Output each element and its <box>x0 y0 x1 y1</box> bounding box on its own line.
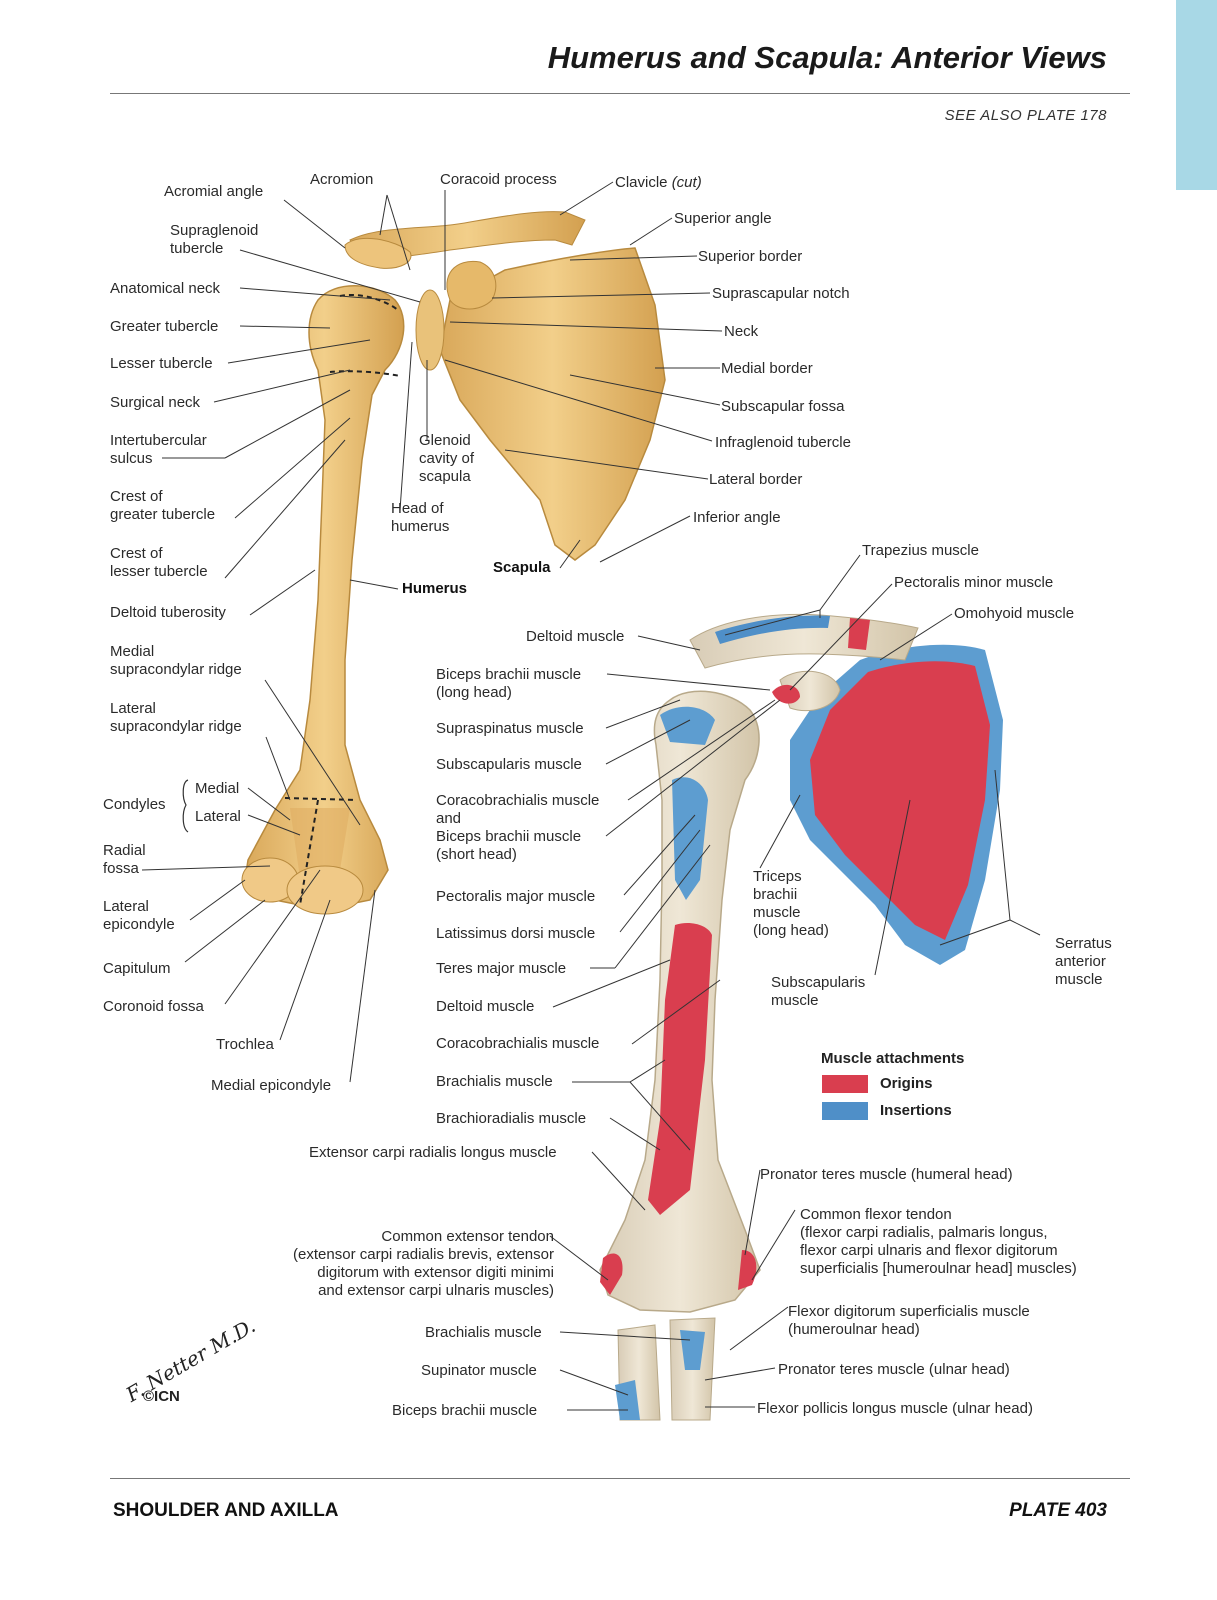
footer-plate-number: PLATE 403 <box>1009 1500 1107 1521</box>
label-supraspinatus: Supraspinatus muscle <box>436 720 584 737</box>
legend-title: Muscle attachments <box>821 1050 965 1067</box>
label-inferior-angle: Inferior angle <box>693 509 781 526</box>
scapula-bone <box>415 247 666 561</box>
label-clavicle: Clavicle (cut) <box>615 174 702 192</box>
label-supraglenoid-tubercle: Supraglenoid tubercle <box>170 222 259 257</box>
legend-origins-swatch <box>822 1075 868 1093</box>
right-scapula <box>790 644 1003 965</box>
right-forearm <box>615 1317 716 1421</box>
label-coracobrachialis: Coracobrachialis muscle <box>436 1035 600 1052</box>
footer-section: SHOULDER AND AXILLA <box>113 1500 339 1521</box>
label-intertubercular-sulcus: Intertubercular sulcus <box>110 432 207 467</box>
label-brachialis-low: Brachialis muscle <box>425 1324 542 1341</box>
label-omohyoid: Omohyoid muscle <box>954 605 1075 622</box>
label-condyles: Condyles <box>103 796 166 813</box>
label-fds: Flexor digitorum superficialis muscle (h… <box>788 1303 1030 1338</box>
label-trapezius: Trapezius muscle <box>862 542 979 559</box>
label-lateral-condyle: Lateral <box>195 808 241 825</box>
label-surgical-neck: Surgical neck <box>110 394 201 411</box>
section-tab <box>1176 0 1217 190</box>
right-humerus <box>599 690 761 1313</box>
label-biceps-long-head: Biceps brachii muscle (long head) <box>436 666 582 701</box>
label-clavicle-text: Clavicle <box>615 174 668 191</box>
publisher-logo: ©ICN <box>143 1388 180 1405</box>
label-crest-greater-tubercle: Crest of greater tubercle <box>110 488 216 523</box>
label-brachioradialis: Brachioradialis muscle <box>436 1110 587 1127</box>
leader-lines <box>141 181 1041 1411</box>
legend-origins-label: Origins <box>880 1075 933 1092</box>
label-pectoralis-minor: Pectoralis minor muscle <box>894 574 1054 591</box>
label-ecrl: Extensor carpi radialis longus muscle <box>309 1144 557 1161</box>
humerus-bone <box>241 285 405 915</box>
label-lateral-supracondylar-ridge: Lateral supracondylar ridge <box>110 700 242 735</box>
page-title: Humerus and Scapula: Anterior Views <box>547 40 1107 75</box>
label-acromion: Acromion <box>310 171 374 188</box>
label-supinator: Supinator muscle <box>421 1362 537 1379</box>
label-brachialis: Brachialis muscle <box>436 1073 553 1090</box>
label-acromial-angle: Acromial angle <box>164 183 264 200</box>
label-subscapular-fossa: Subscapular fossa <box>721 398 845 415</box>
label-head-of-humerus: Head of humerus <box>391 500 450 535</box>
label-triceps-long-head: Triceps brachii muscle (long head) <box>753 868 829 939</box>
label-subscapularis-left: Subscapularis muscle <box>436 756 582 773</box>
label-greater-tubercle: Greater tubercle <box>110 318 219 335</box>
label-deltoid-top: Deltoid muscle <box>526 628 625 645</box>
condyles-brace <box>182 779 189 833</box>
label-lesser-tubercle: Lesser tubercle <box>110 355 213 372</box>
header-rule <box>110 93 1130 94</box>
label-coracobrachialis-biceps: Coracobrachialis muscle and Biceps brach… <box>436 792 600 863</box>
label-anatomical-neck: Anatomical neck <box>110 280 221 297</box>
label-serratus-anterior: Serratus anterior muscle <box>1055 935 1112 988</box>
label-medial-border: Medial border <box>721 360 813 377</box>
label-teres-major: Teres major muscle <box>436 960 567 977</box>
label-medial-epicondyle: Medial epicondyle <box>211 1077 332 1094</box>
right-clavicle <box>689 613 919 669</box>
label-scapula: Scapula <box>493 559 551 576</box>
label-superior-angle: Superior angle <box>674 210 772 227</box>
label-humerus: Humerus <box>402 580 468 597</box>
label-common-extensor-tendon: Common extensor tendon (extensor carpi r… <box>293 1228 554 1299</box>
label-biceps-low: Biceps brachii muscle <box>392 1402 538 1419</box>
label-coracoid-process: Coracoid process <box>440 171 557 188</box>
label-glenoid-cavity: Glenoid cavity of scapula <box>419 432 475 485</box>
legend-insertions-swatch <box>822 1102 868 1120</box>
label-trochlea: Trochlea <box>216 1036 274 1053</box>
label-superior-border: Superior border <box>698 248 803 265</box>
label-infraglenoid-tubercle: Infraglenoid tubercle <box>715 434 851 451</box>
footer-rule <box>110 1478 1130 1479</box>
legend-insertions-label: Insertions <box>880 1102 952 1119</box>
label-lateral-border: Lateral border <box>709 471 803 488</box>
label-crest-lesser-tubercle: Crest of lesser tubercle <box>110 545 208 580</box>
label-clavicle-note: (cut) <box>671 174 702 191</box>
label-medial-supracondylar-ridge: Medial supracondylar ridge <box>110 643 242 678</box>
see-also-note: SEE ALSO PLATE 178 <box>944 107 1107 124</box>
label-medial-condyle: Medial <box>195 780 240 797</box>
label-pronator-teres-ulnar: Pronator teres muscle (ulnar head) <box>778 1361 1010 1378</box>
label-suprascapular-notch: Suprascapular notch <box>712 285 850 302</box>
label-coronoid-fossa: Coronoid fossa <box>103 998 204 1015</box>
label-lateral-epicondyle: Lateral epicondyle <box>103 898 175 933</box>
label-pronator-teres-humeral: Pronator teres muscle (humeral head) <box>760 1166 1013 1183</box>
label-common-flexor-tendon: Common flexor tendon (flexor carpi radia… <box>800 1206 1077 1277</box>
clavicle-bone <box>344 211 586 269</box>
label-capitulum: Capitulum <box>103 960 171 977</box>
label-neck: Neck <box>724 323 759 340</box>
label-deltoid-tuberosity: Deltoid tuberosity <box>110 604 226 621</box>
label-radial-fossa: Radial fossa <box>103 842 146 877</box>
label-pectoralis-major: Pectoralis major muscle <box>436 888 596 905</box>
label-deltoid-mid: Deltoid muscle <box>436 998 535 1015</box>
label-latissimus-dorsi: Latissimus dorsi muscle <box>436 925 596 942</box>
label-fpl: Flexor pollicis longus muscle (ulnar hea… <box>757 1400 1033 1417</box>
label-subscapularis-right: Subscapularis muscle <box>771 974 866 1009</box>
